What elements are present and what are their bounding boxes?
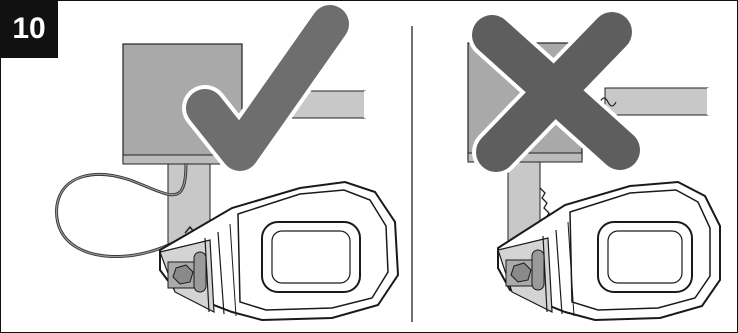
step-number-badge: 10 (0, 0, 58, 58)
device-body (159, 180, 400, 322)
panel-incorrect (467, 8, 721, 322)
device-body (497, 180, 721, 322)
horizontal-rail (604, 87, 709, 116)
cross-mark (468, 8, 644, 176)
panel-correct (55, 1, 400, 322)
step-number: 10 (12, 12, 46, 45)
